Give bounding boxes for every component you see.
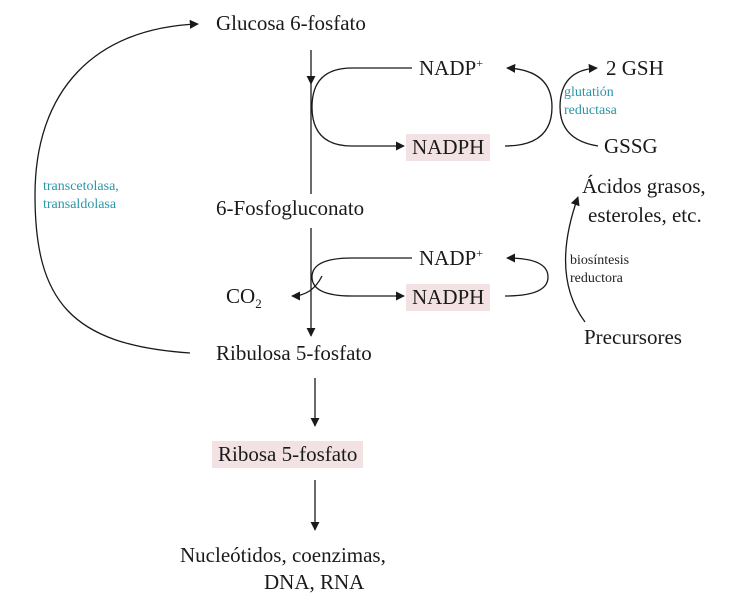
enzyme-transketolase-transaldolase: transcetolasa, transaldolasa bbox=[43, 178, 119, 214]
node-nucleotides-line1: Nucleótidos, coenzimas, bbox=[180, 543, 386, 567]
arrow-nadph-to-nadp-glutathione bbox=[504, 63, 553, 147]
enzyme-glutathione-reductase-line1: glutatión bbox=[564, 85, 614, 100]
node-precursors: Precursores bbox=[584, 325, 682, 349]
node-ribose-5-phosphate: Ribosa 5-fosfato bbox=[212, 441, 364, 468]
node-6-phosphogluconate: 6-Fosfogluconato bbox=[216, 196, 365, 220]
arrow-gssg-to-gsh bbox=[559, 63, 599, 147]
node-nadph-top: NADPH bbox=[406, 134, 491, 161]
node-nucleotides-line2: DNA, RNA bbox=[264, 570, 365, 594]
enzyme-transketolase-line2: transaldolasa bbox=[43, 197, 117, 212]
node-fatty-acids-line1: Ácidos grasos, bbox=[582, 174, 706, 198]
enzyme-transketolase-line1: transcetolasa, bbox=[43, 179, 119, 194]
nadp-superscript: + bbox=[476, 56, 483, 70]
co2-text: CO bbox=[226, 284, 256, 308]
arrow-nadp-to-nadph-1 bbox=[311, 67, 412, 151]
arrow-ru5p-to-g6p-recycle bbox=[34, 19, 199, 354]
node-gsh: 2 GSH bbox=[606, 56, 664, 80]
enzyme-glutathione-reductase-line2: reductasa bbox=[564, 103, 617, 118]
label-reductive-biosynthesis-line1: biosíntesis bbox=[570, 253, 630, 268]
label-reductive-biosynthesis: biosíntesis reductora bbox=[570, 252, 629, 288]
enzyme-glutathione-reductase: glutatión reductasa bbox=[564, 84, 617, 120]
arrow-co2-release bbox=[291, 275, 323, 301]
node-nadph-middle: NADPH bbox=[406, 284, 491, 311]
nadp-superscript: + bbox=[476, 246, 483, 260]
node-fatty-acids-line2: esteroles, etc. bbox=[588, 203, 702, 227]
node-glucose-6-phosphate: Glucosa 6-fosfato bbox=[216, 11, 366, 35]
node-gssg: GSSG bbox=[604, 134, 658, 158]
node-co2: CO2 bbox=[226, 284, 262, 311]
node-nadp-middle: NADP+ bbox=[419, 246, 483, 270]
arrow-nadp-to-nadph-2 bbox=[311, 257, 412, 301]
arrow-precursors-to-products bbox=[564, 196, 586, 323]
node-ribulose-5-phosphate: Ribulosa 5-fosfato bbox=[216, 341, 372, 365]
arrow-nadph-to-nadp-biosynthesis bbox=[504, 253, 549, 297]
nadp-text: NADP bbox=[419, 246, 477, 270]
node-nadp-top: NADP+ bbox=[419, 56, 483, 80]
co2-subscript: 2 bbox=[255, 296, 262, 312]
nadp-text: NADP bbox=[419, 56, 477, 80]
label-reductive-biosynthesis-line2: reductora bbox=[570, 271, 623, 286]
